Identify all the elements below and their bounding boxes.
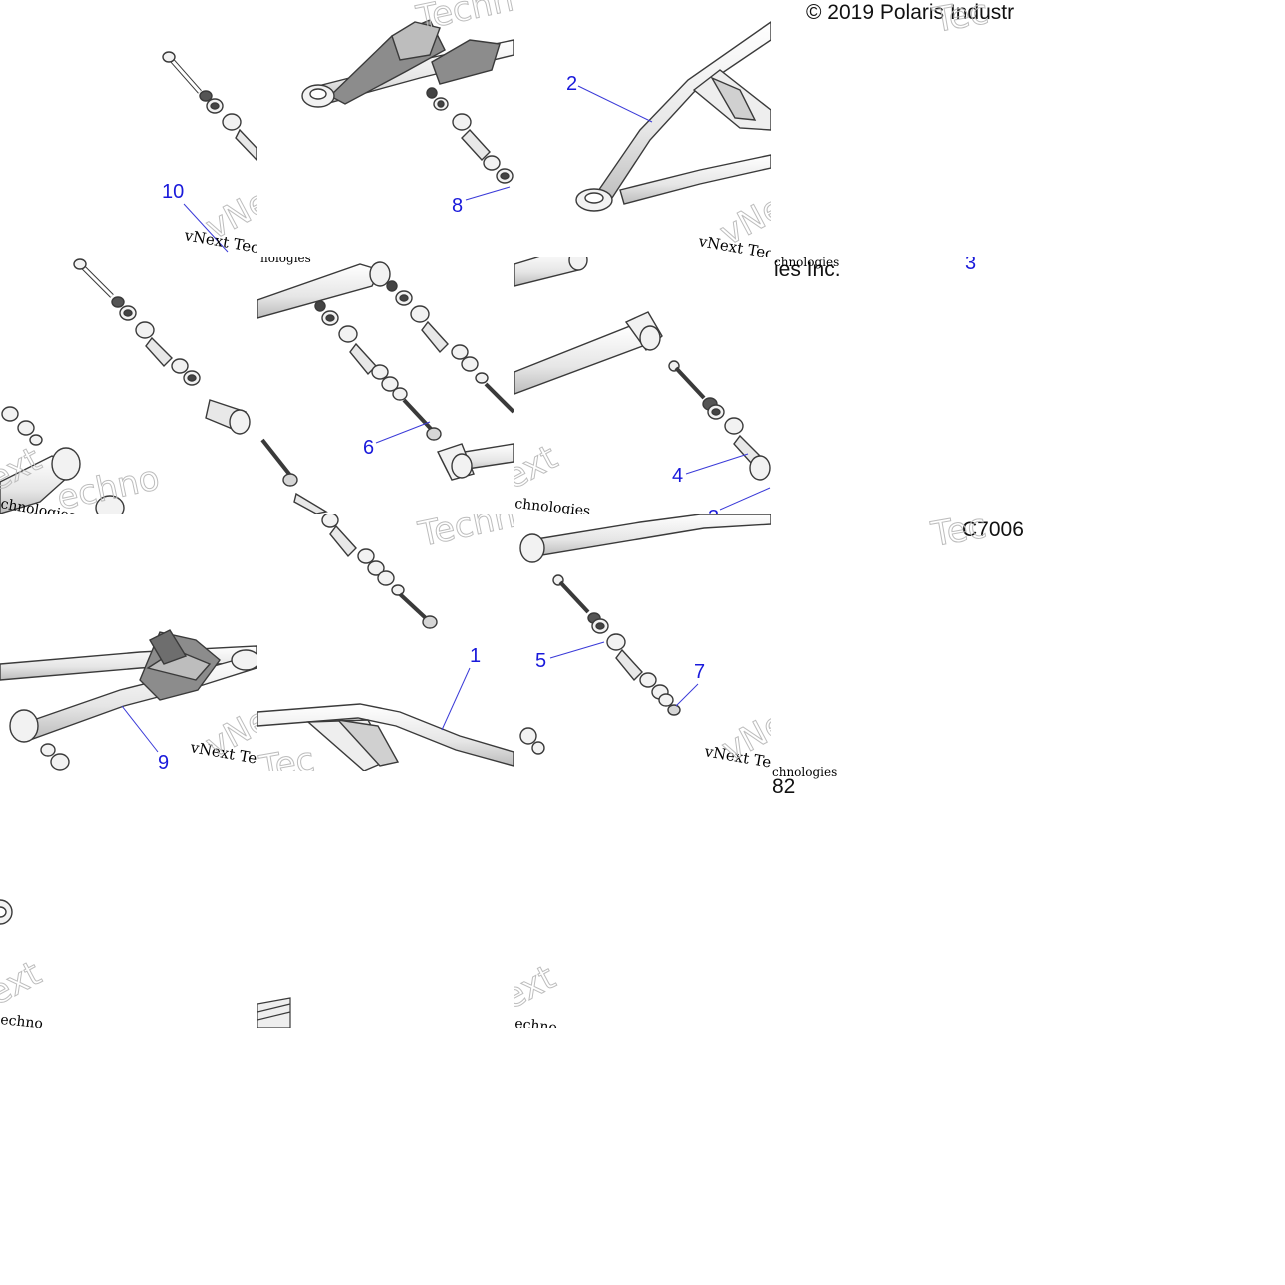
tile-0-2: 9 vNext Tec vNe [0, 629, 257, 774]
leader-6 [375, 421, 431, 444]
bushing-stack [426, 87, 514, 184]
leader-4 [685, 453, 749, 475]
bolt-stack-b [260, 280, 514, 514]
a-arm-frame [257, 703, 514, 771]
leader-5 [549, 641, 605, 659]
bolt-stack [162, 51, 257, 162]
tile-1-0: 8 Techn [301, 0, 518, 217]
callout-3-fragment: 3 [965, 252, 976, 274]
leader-3 [719, 487, 771, 511]
bushing-fragment [0, 899, 13, 925]
bolt-stack [321, 514, 438, 629]
callout-8: 8 [452, 195, 463, 217]
callout-6: 6 [363, 437, 374, 459]
watermark-fragment: Techn [413, 0, 518, 39]
watermark-fragment: Tec [256, 740, 318, 789]
callout-3: 3 [708, 507, 719, 529]
callout-9: 9 [158, 752, 169, 774]
bolt-stack [0, 258, 251, 514]
leader-10 [183, 203, 229, 253]
watermark-fragment: ext [495, 957, 561, 1018]
tile-2-0: 2 vNext Technologies vNe [566, 21, 771, 257]
drawing-code-text: C7006 [962, 518, 1024, 541]
bolt-stack [552, 574, 681, 716]
callout-2: 2 [566, 73, 577, 95]
watermark-fragment: Tec [928, 506, 990, 555]
tile-0-1: ext chnologies echno [0, 258, 251, 514]
tile-0-3: ext echno [0, 899, 48, 1032]
bushing-fragment [257, 997, 291, 1028]
leader-1 [441, 667, 471, 731]
callout-1: 1 [470, 645, 481, 667]
bolt-stack-a [314, 300, 442, 441]
copyright-tail-text: ies Inc. [774, 258, 841, 281]
tile-2-3: ext echno [495, 957, 562, 1036]
watermark-fragment: Tec [930, 0, 992, 41]
tube-arm [514, 257, 663, 395]
watermark-fragment: echno [514, 1016, 558, 1036]
tube-arm [519, 514, 771, 755]
watermark-fragment: echno [0, 1012, 44, 1032]
tile-3-0: © 2019 Polaris Industr Tec [806, 0, 1014, 42]
watermark-fragment: nologies [260, 251, 311, 265]
callout-5: 5 [535, 650, 546, 672]
a-arm-bracket [301, 19, 514, 108]
copyright-text: © 2019 Polaris Industr [806, 1, 1014, 24]
tile-3-1: ies Inc. chnologies 3 [774, 252, 976, 281]
watermark-fragment: chnologies [514, 496, 591, 520]
tile-3-2: C7006 Tec [927, 506, 1024, 556]
bolt-stack [668, 360, 771, 481]
watermark-fragment: chnologies [774, 255, 839, 269]
watermark-fragment: ext [0, 953, 48, 1014]
drawing-code-tail-text: 82 [772, 775, 795, 798]
tile-2-1: 4 3 ext chnologies [514, 257, 771, 529]
callout-10: 10 [162, 181, 184, 203]
tube-arm [257, 261, 514, 481]
callout-7: 7 [694, 661, 705, 683]
a-arm-bracket [0, 629, 257, 771]
leader-7 [675, 683, 699, 707]
watermark-fragment: chnologies [772, 765, 837, 779]
leader-9 [121, 705, 159, 753]
tile-0-0: 10 vNext Tec vNe [162, 51, 257, 257]
a-arm-frame [575, 21, 771, 212]
tile-1-3 [257, 997, 291, 1028]
tile-2-2: 5 7 vNext Tec vNe [519, 514, 771, 771]
leader-8 [465, 186, 511, 201]
tile-1-1: 6 nologies [257, 251, 514, 514]
callout-4: 4 [672, 465, 683, 487]
tile-1-2: 1 Technologies Tec [256, 514, 514, 789]
leader-2 [577, 85, 653, 123]
